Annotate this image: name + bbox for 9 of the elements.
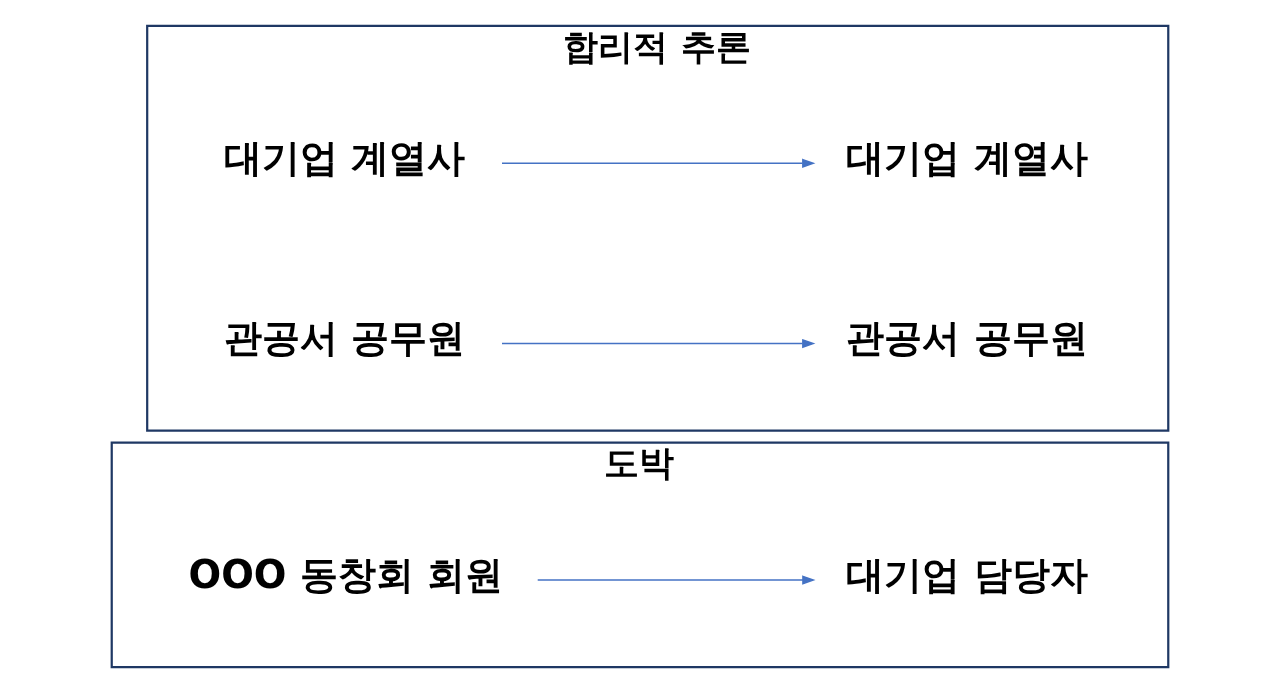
node-text: OOO 동창회 회원	[188, 551, 504, 597]
node-text: 관공서 공무원	[846, 315, 1088, 361]
arrow	[501, 338, 816, 349]
arrow	[501, 158, 816, 168]
arrow	[537, 575, 816, 585]
node-text: 대기업 계열사	[224, 135, 466, 181]
node-text: 관공서 공무원	[224, 315, 466, 361]
node-text: 대기업 계열사	[846, 135, 1088, 181]
node-text: 대기업 담당자	[846, 551, 1088, 597]
